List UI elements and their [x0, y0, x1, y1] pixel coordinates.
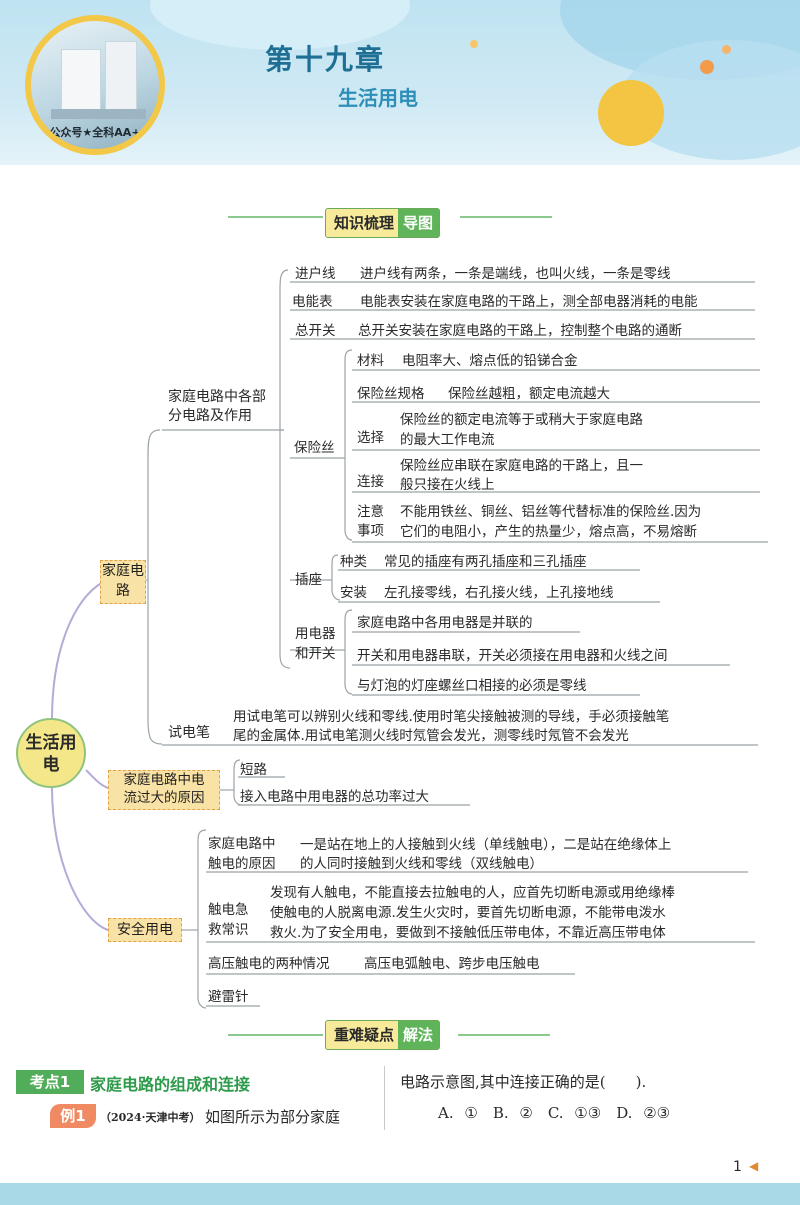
chapter-header: 公众号★全科AA+ 第十九章 生活用电: [0, 0, 800, 165]
decor-yellow-bubble: [598, 80, 664, 146]
tag-overcurrent: 家庭电路中电 流过大的原因: [108, 770, 220, 810]
appliance-item: 家庭电路中各用电器是并联的: [357, 615, 533, 631]
banner-accent: 解法: [398, 1021, 440, 1049]
overcurrent-item: 短路: [240, 762, 267, 778]
point-title: 家庭电路的组成和连接: [90, 1075, 251, 1094]
socket-kind-label: 种类: [340, 554, 367, 570]
test-pen-label: 试电笔: [168, 725, 210, 741]
first-aid-line2: 使触电的人脱离电源.发生火灾时，要首先切断电源，不能带电泼水: [270, 905, 666, 921]
shock-cause-line1: 一是站在地上的人接触到火线（单线触电），二是站在绝缘体上: [300, 837, 672, 853]
test-pen-line1: 用试电笔可以辨别火线和零线.使用时笔尖接触被测的导线，手必须接触笔: [233, 709, 670, 725]
appliance-item: 开关和用电器串联，开关必须接在用电器和火线之间: [357, 648, 668, 664]
fuse-connect-line2: 般只接在火线上: [400, 477, 495, 493]
overcurrent-item: 接入电路中用电器的总功率过大: [240, 789, 429, 805]
appliance-item: 与灯泡的灯座螺丝口相接的必须是零线: [357, 678, 587, 694]
appliance-label2: 和开关: [295, 646, 336, 662]
mindmap-banner: 知识梳理 导图: [325, 208, 441, 238]
point-tag: 考点1: [16, 1070, 84, 1094]
fuse-connect-label: 连接: [357, 474, 384, 490]
page-number: 1: [733, 1159, 742, 1175]
footer-band: [0, 1183, 800, 1205]
decor-dot: [700, 60, 714, 74]
fuse-note-label2: 事项: [357, 523, 384, 539]
socket-kind-text: 常见的插座有两孔插座和三孔插座: [384, 554, 587, 570]
banner-accent: 导图: [398, 209, 440, 237]
fuse-connect-line1: 保险丝应串联在家庭电路的干路上，且一: [400, 458, 643, 474]
kitchen-appliance-image: 公众号★全科AA+: [25, 15, 165, 155]
banner-line: [458, 1034, 550, 1036]
problems-banner: 重难疑点 解法: [325, 1020, 441, 1050]
entry-wire-text: 进户线有两条，一条是端线，也叫火线，一条是零线: [360, 266, 671, 282]
banner-line: [228, 1034, 323, 1036]
shock-cause-label1: 家庭电路中: [208, 836, 276, 852]
tag-safety: 安全用电: [108, 918, 182, 942]
fuse-note-line2: 它们的电阻小，产生的热量少，熔点高，不易熔断: [400, 524, 697, 540]
decor-dot: [470, 40, 478, 48]
decor-dot: [722, 45, 731, 54]
question-text: 电路示意图,其中连接正确的是( ).: [400, 1073, 647, 1091]
fuse-note-line1: 不能用铁丝、铜丝、铝丝等代替标准的保险丝.因为: [400, 504, 702, 520]
banner-line: [228, 216, 323, 218]
tag-text-line2: 流过大的原因: [123, 790, 205, 806]
banner-main: 知识梳理: [334, 214, 395, 232]
fuse-note-label1: 注意: [357, 504, 384, 520]
lightning-rod-label: 避雷针: [208, 989, 249, 1005]
fuse-choose-line1: 保险丝的额定电流等于或稍大于家庭电路: [400, 412, 643, 428]
watermark: 公众号★全科AA+: [49, 126, 141, 139]
first-aid-line3: 救火.为了安全用电，要做到不接触低压带电体，不靠近高压带电体: [270, 925, 666, 941]
counter-shape: [51, 109, 146, 119]
tag-text-line1: 家庭电路中电: [123, 772, 205, 788]
tag-text: 家庭电路: [102, 563, 144, 599]
example-tag: 例1: [50, 1104, 96, 1128]
test-pen-line2: 尾的金属体.用试电笔测火线时氖管会发光，测零线时氖管不会发光: [233, 728, 629, 744]
first-aid-label2: 救常识: [208, 922, 249, 938]
tag-family-circuit: 家庭电路: [100, 560, 146, 604]
appliance-shape: [61, 49, 101, 111]
socket-install-label: 安装: [340, 585, 367, 601]
parts-label: 家庭电路中各部分电路及作用: [168, 389, 266, 424]
fuse-spec-label: 保险丝规格: [357, 386, 425, 402]
first-aid-line1: 发现有人触电，不能直接去拉触电的人，应首先切断电源或用绝缘棒: [270, 885, 675, 901]
chapter-subtitle: 生活用电: [338, 86, 418, 110]
socket-install-text: 左孔接零线，右孔接火线，上孔接地线: [384, 585, 614, 601]
fuse-choose-label: 选择: [357, 430, 384, 446]
fuse-material-label: 材料: [357, 353, 384, 369]
fuse-label: 保险丝: [294, 440, 335, 456]
appliance-shape: [105, 41, 137, 113]
example-source: （2024·天津中考）: [100, 1111, 201, 1124]
socket-label: 插座: [295, 572, 322, 588]
column-divider: [384, 1066, 385, 1130]
fuse-choose-line2: 的最大工作电流: [400, 432, 495, 448]
shock-cause-line2: 的人同时接触到火线和零线（双线触电）: [300, 856, 543, 872]
chapter-title: 第十九章: [265, 43, 386, 76]
first-aid-label1: 触电急: [208, 902, 249, 918]
entry-wire-label: 进户线: [295, 266, 336, 282]
switch-text: 总开关安装在家庭电路的干路上，控制整个电路的通断: [358, 323, 682, 339]
high-voltage-label: 高压触电的两种情况: [208, 956, 330, 972]
meter-label: 电能表: [292, 294, 333, 310]
appliance-label1: 用电器: [295, 626, 336, 642]
example-text: 如图所示为部分家庭: [205, 1108, 341, 1126]
high-voltage-text: 高压电弧触电、跨步电压触电: [364, 956, 540, 972]
switch-label: 总开关: [295, 323, 336, 339]
banner-line: [460, 216, 552, 218]
fuse-spec-text: 保险丝越粗，额定电流越大: [448, 386, 610, 402]
meter-text: 电能表安装在家庭电路的干路上，测全部电器消耗的电能: [360, 294, 698, 310]
answer-options: A. ① B. ② C. ①③ D. ②③: [438, 1104, 671, 1122]
page-arrow-icon: ◀: [749, 1159, 759, 1173]
mindmap-root: 生活用电: [16, 718, 86, 788]
banner-main: 重难疑点: [334, 1026, 395, 1044]
shock-cause-label2: 触电的原因: [208, 856, 276, 872]
fuse-material-text: 电阻率大、熔点低的铅锑合金: [402, 353, 578, 369]
